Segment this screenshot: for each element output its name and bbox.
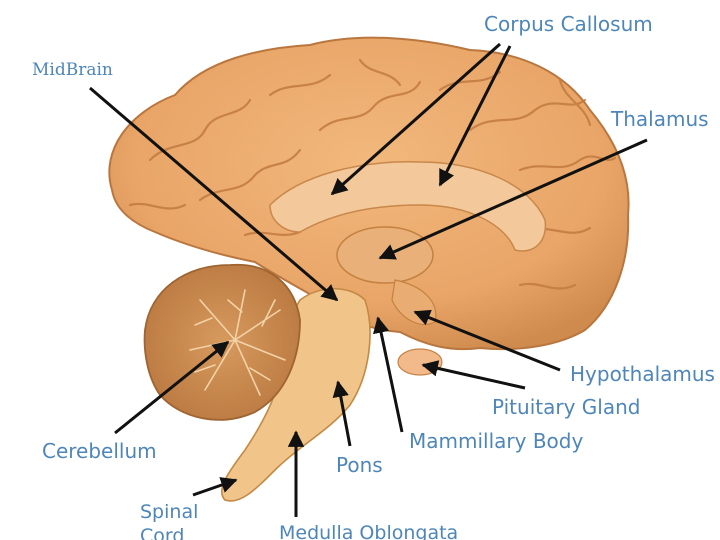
label-spinal-cord: Spinal Cord: [140, 500, 198, 540]
label-spinal-cord-line1: Spinal: [140, 500, 198, 524]
label-thalamus: Thalamus: [611, 107, 709, 131]
label-hypothalamus: Hypothalamus: [570, 362, 715, 386]
pituitary-shape: [398, 349, 442, 375]
label-cerebellum: Cerebellum: [42, 439, 157, 463]
label-pituitary-gland: Pituitary Gland: [492, 395, 640, 419]
arrow-mammillary: [378, 318, 402, 432]
label-medulla-oblongata: Medulla Oblongata: [279, 521, 458, 540]
label-corpus-callosum: Corpus Callosum: [484, 12, 653, 36]
arrow-pituitary: [423, 365, 525, 388]
label-pons: Pons: [336, 453, 383, 477]
label-spinal-cord-line2: Cord: [140, 524, 198, 540]
label-mammillary-body: Mammillary Body: [409, 429, 583, 453]
label-midbrain: MidBrain: [32, 58, 113, 82]
